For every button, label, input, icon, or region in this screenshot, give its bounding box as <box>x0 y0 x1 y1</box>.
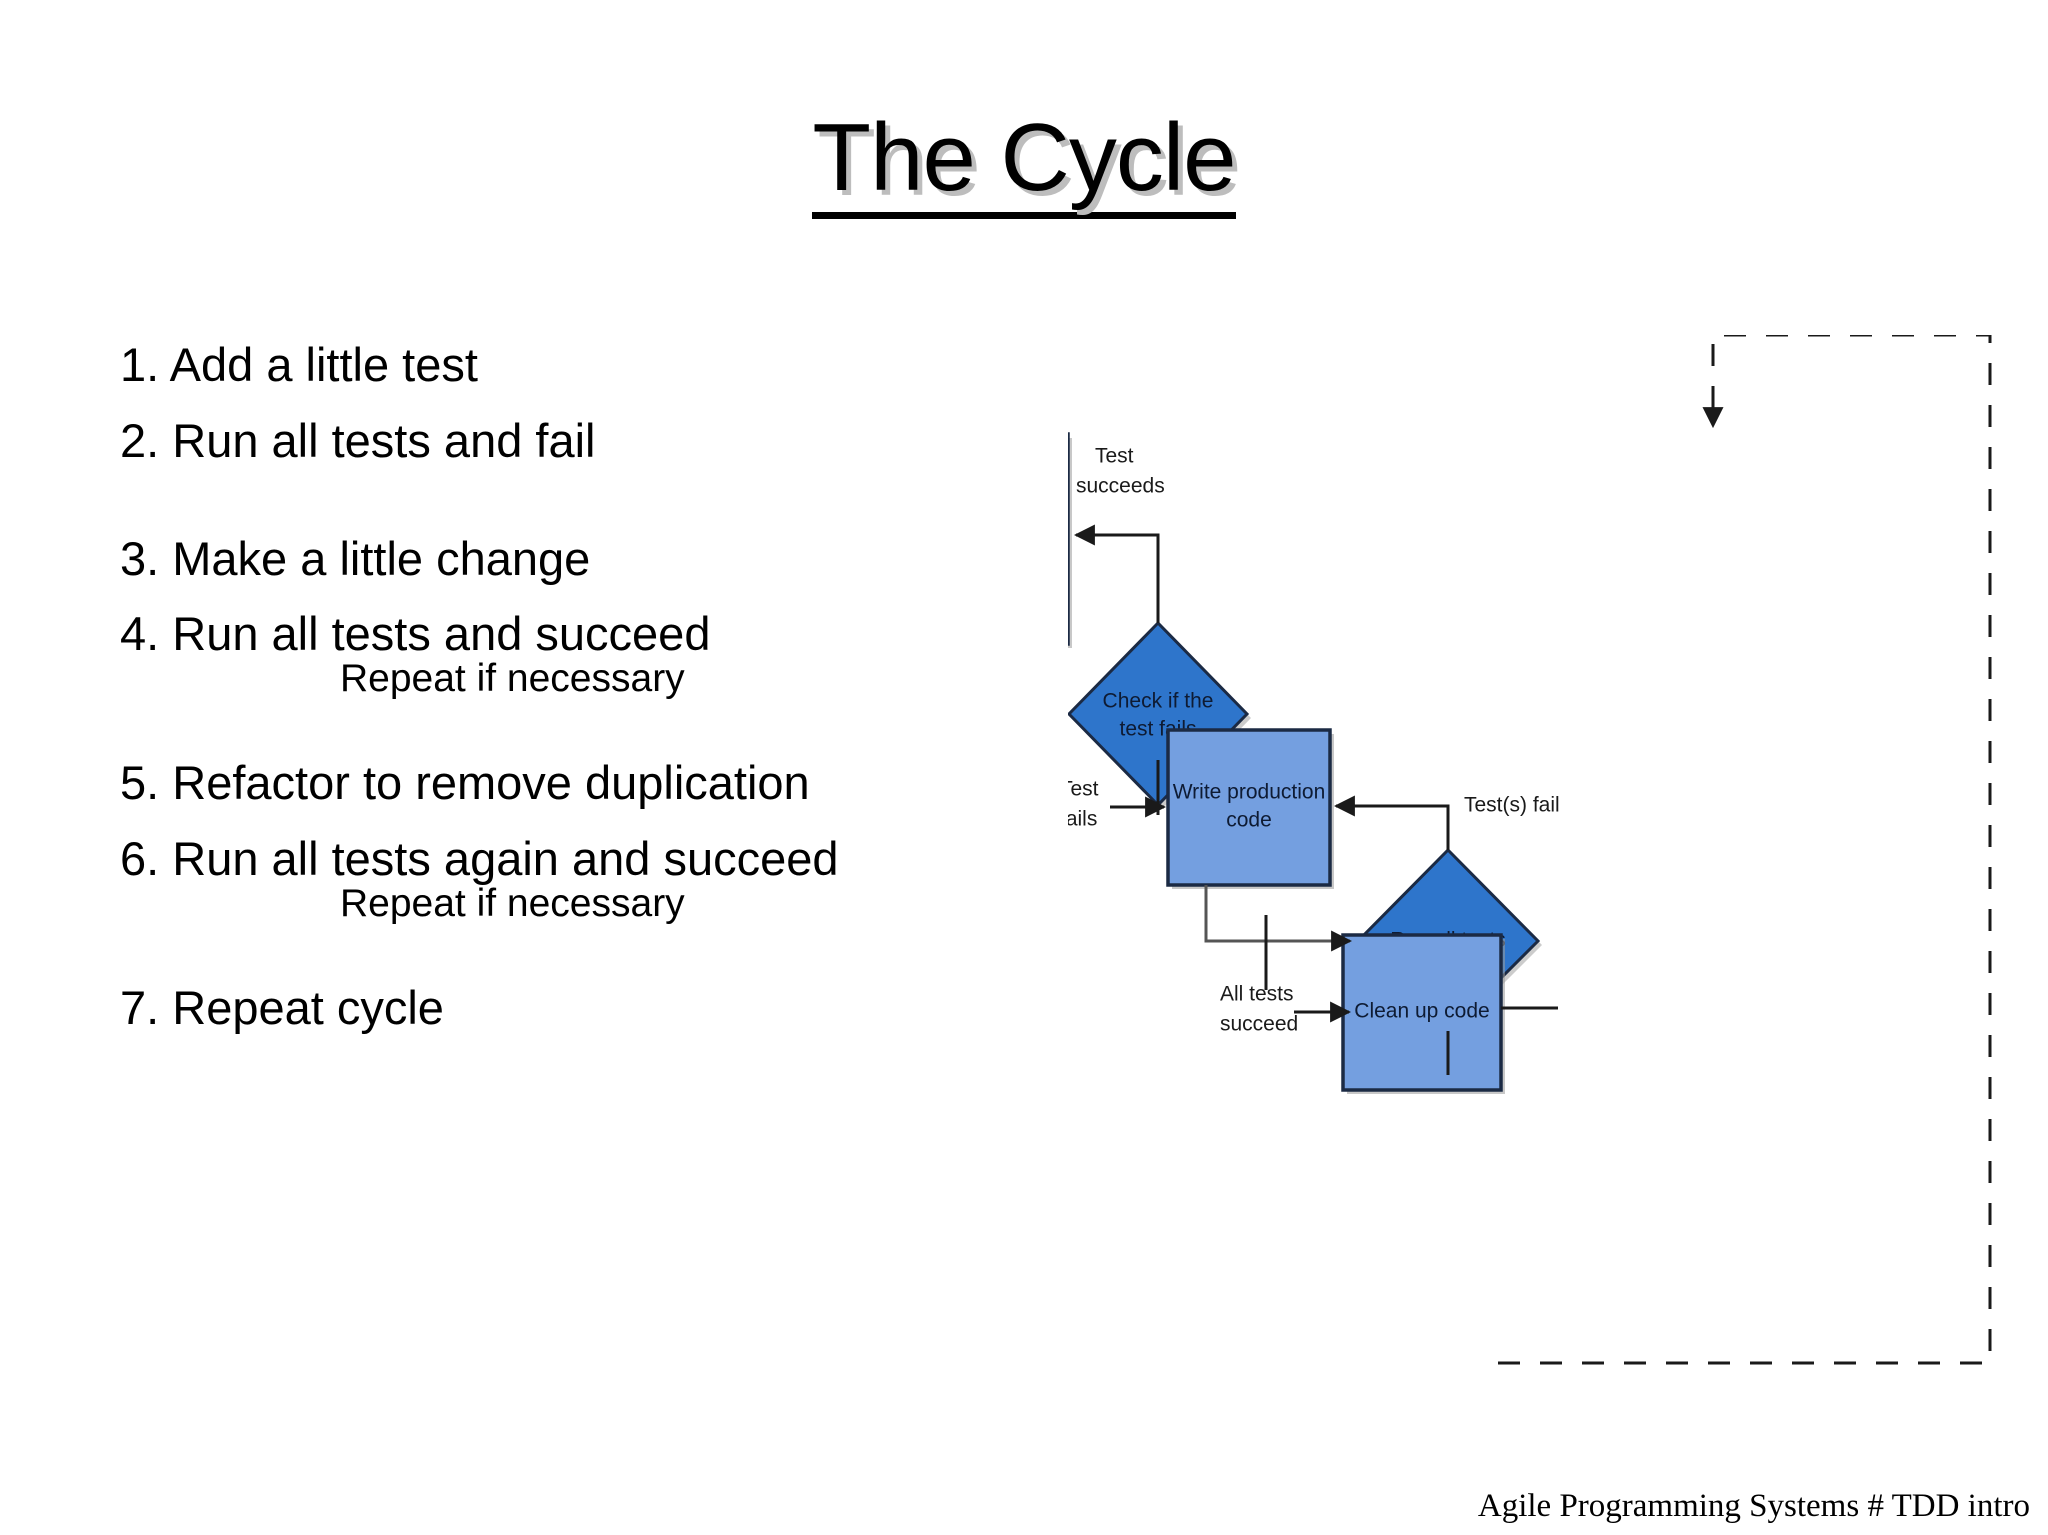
node-label-check-test-fails: Check if the <box>1103 690 1214 713</box>
edge-label-test-succeeds-2: succeeds <box>1076 475 1165 498</box>
list-item: 6. Run all tests again and succeed <box>120 832 839 885</box>
node-clean-up-code: Clean up code <box>1341 933 1505 1094</box>
node-label-write-production: Write production <box>1173 781 1326 804</box>
tdd-cycle-flowchart: Repeat (Re)Write a test Check if the tes… <box>1068 335 2048 1445</box>
edge-label-test-succeeds-1: Test <box>1095 445 1134 468</box>
spacer <box>120 925 1020 983</box>
node-write-production: Write production code <box>1166 728 1334 889</box>
node-write-test: (Re)Write a test <box>1068 432 1072 648</box>
edge-label-all-succeed-1: All tests <box>1220 983 1294 1006</box>
page-title-text: The Cycle <box>812 110 1241 224</box>
list-item-note: Repeat if necessary <box>340 881 685 925</box>
list-item-note: Repeat if necessary <box>340 657 685 701</box>
edge-label-test-fails-2: fails <box>1068 808 1097 831</box>
spacer <box>120 700 1020 758</box>
spacer <box>120 808 1020 834</box>
edge-tests-fail: Test(s) fail <box>1333 794 1560 850</box>
node-label-clean-up-code: Clean up code <box>1354 1000 1489 1023</box>
edge-test-fails: Test fails <box>1068 778 1167 831</box>
spacer <box>120 583 1020 609</box>
spacer <box>120 390 1020 416</box>
edge-test-succeeds: Test succeeds <box>1073 445 1165 623</box>
node-label-write-production-2: code <box>1226 809 1272 832</box>
edge-repeat: Repeat <box>1498 335 1992 1365</box>
edge-label-tests-fail: Test(s) fail <box>1464 794 1560 817</box>
list-item: 1. Add a little test <box>120 338 478 391</box>
spacer <box>120 466 1020 534</box>
list-item: 3. Make a little change <box>120 531 591 585</box>
edge-label-all-succeed-2: succeed <box>1220 1013 1298 1036</box>
edge-all-tests-succeed: All tests succeed <box>1220 983 1450 1075</box>
list-item: 4. Run all tests and succeed <box>120 607 711 661</box>
edge-production-to-run <box>1204 885 1353 952</box>
cycle-step-list: 1. Add a little test 2. Run all tests an… <box>120 340 1020 1033</box>
list-item: 2. Run all tests and fail <box>120 413 596 467</box>
page-title: The Cycle <box>0 110 2048 224</box>
slide-footer: Agile Programming Systems # TDD intro <box>1477 1488 2030 1524</box>
list-item: 5. Refactor to remove duplication <box>120 756 810 810</box>
list-item: 7. Repeat cycle <box>120 980 444 1034</box>
edge-label-test-fails-1: Test <box>1068 778 1099 801</box>
